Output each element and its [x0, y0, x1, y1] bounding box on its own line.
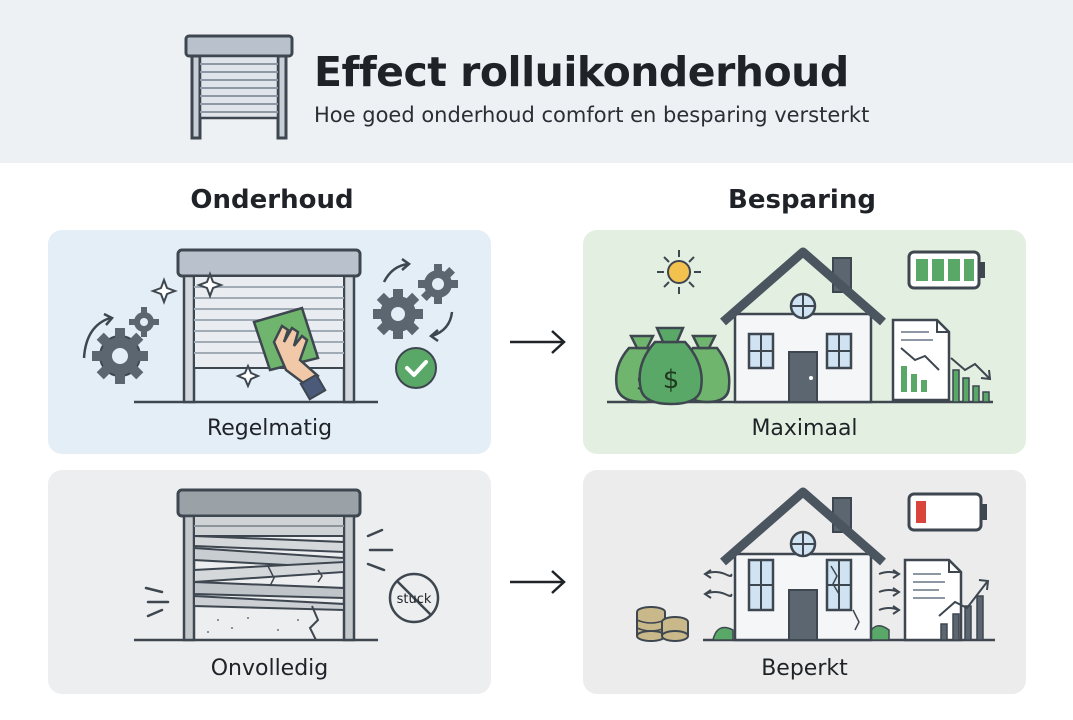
- battery-low-icon: [907, 492, 987, 532]
- rotate-arrow-icon: [382, 262, 409, 283]
- panel-maximal-savings: $ $: [583, 230, 1026, 454]
- panel-label-maximal: Maximaal: [751, 416, 858, 441]
- svg-text:$: $: [663, 365, 680, 395]
- column-heading-maintenance: Onderhoud: [190, 185, 354, 215]
- money-bag-icon: $: [638, 326, 703, 406]
- column-heading-savings: Besparing: [728, 185, 876, 215]
- header-band: Effect rolluikonderhoud Hoe goed onderho…: [0, 0, 1073, 163]
- battery-full-icon: [907, 250, 985, 290]
- efficient-house-illustration: $ $: [607, 247, 993, 406]
- coin-stack-icon: [636, 606, 689, 642]
- downtrend-chart-icon: [950, 357, 992, 403]
- cleaning-hand-icon: [252, 306, 327, 401]
- panel-incomplete-maintenance: stuck Onvolledig: [48, 470, 491, 694]
- sun-icon: [657, 250, 701, 294]
- uptrend-chart-icon: [938, 579, 990, 641]
- rotate-arrow-icon: [82, 316, 111, 359]
- house-icon: [720, 487, 886, 642]
- bill-document-icon: [891, 318, 951, 402]
- checkmark-icon: [395, 347, 437, 389]
- roller-shutter-icon: [184, 34, 294, 140]
- arrow-right-icon: [510, 570, 566, 594]
- page-subtitle: Hoe goed onderhoud comfort en besparing …: [314, 103, 870, 127]
- leaky-house-illustration: [636, 487, 995, 642]
- gear-icon: [373, 289, 423, 339]
- gear-icon: [418, 264, 458, 304]
- house-icon: [720, 247, 886, 404]
- broken-shutter-icon: [176, 488, 362, 642]
- gear-icon: [92, 328, 148, 384]
- strain-lines-icon: [144, 528, 394, 618]
- panel-limited-savings: Beperkt: [583, 470, 1026, 694]
- panel-regular-maintenance: Regelmatig: [48, 230, 491, 454]
- heat-loss-arrows-icon: [703, 569, 901, 615]
- panel-label-limited: Beperkt: [761, 656, 848, 681]
- page-title: Effect rolluikonderhoud: [314, 48, 849, 96]
- sparkle-icon: [235, 363, 261, 389]
- arrow-right-icon: [510, 330, 566, 354]
- panel-label-regular: Regelmatig: [206, 416, 333, 441]
- sparkle-icon: [150, 277, 178, 305]
- clean-shutter-illustration: [82, 248, 458, 404]
- gear-icon: [129, 307, 159, 337]
- panel-label-incomplete: Onvolledig: [210, 656, 329, 681]
- sparkle-icon: [196, 271, 224, 299]
- damaged-shutter-illustration: stuck: [134, 488, 440, 642]
- stuck-prohibition-icon: stuck: [388, 572, 440, 624]
- stuck-sign-text: stuck: [397, 592, 432, 607]
